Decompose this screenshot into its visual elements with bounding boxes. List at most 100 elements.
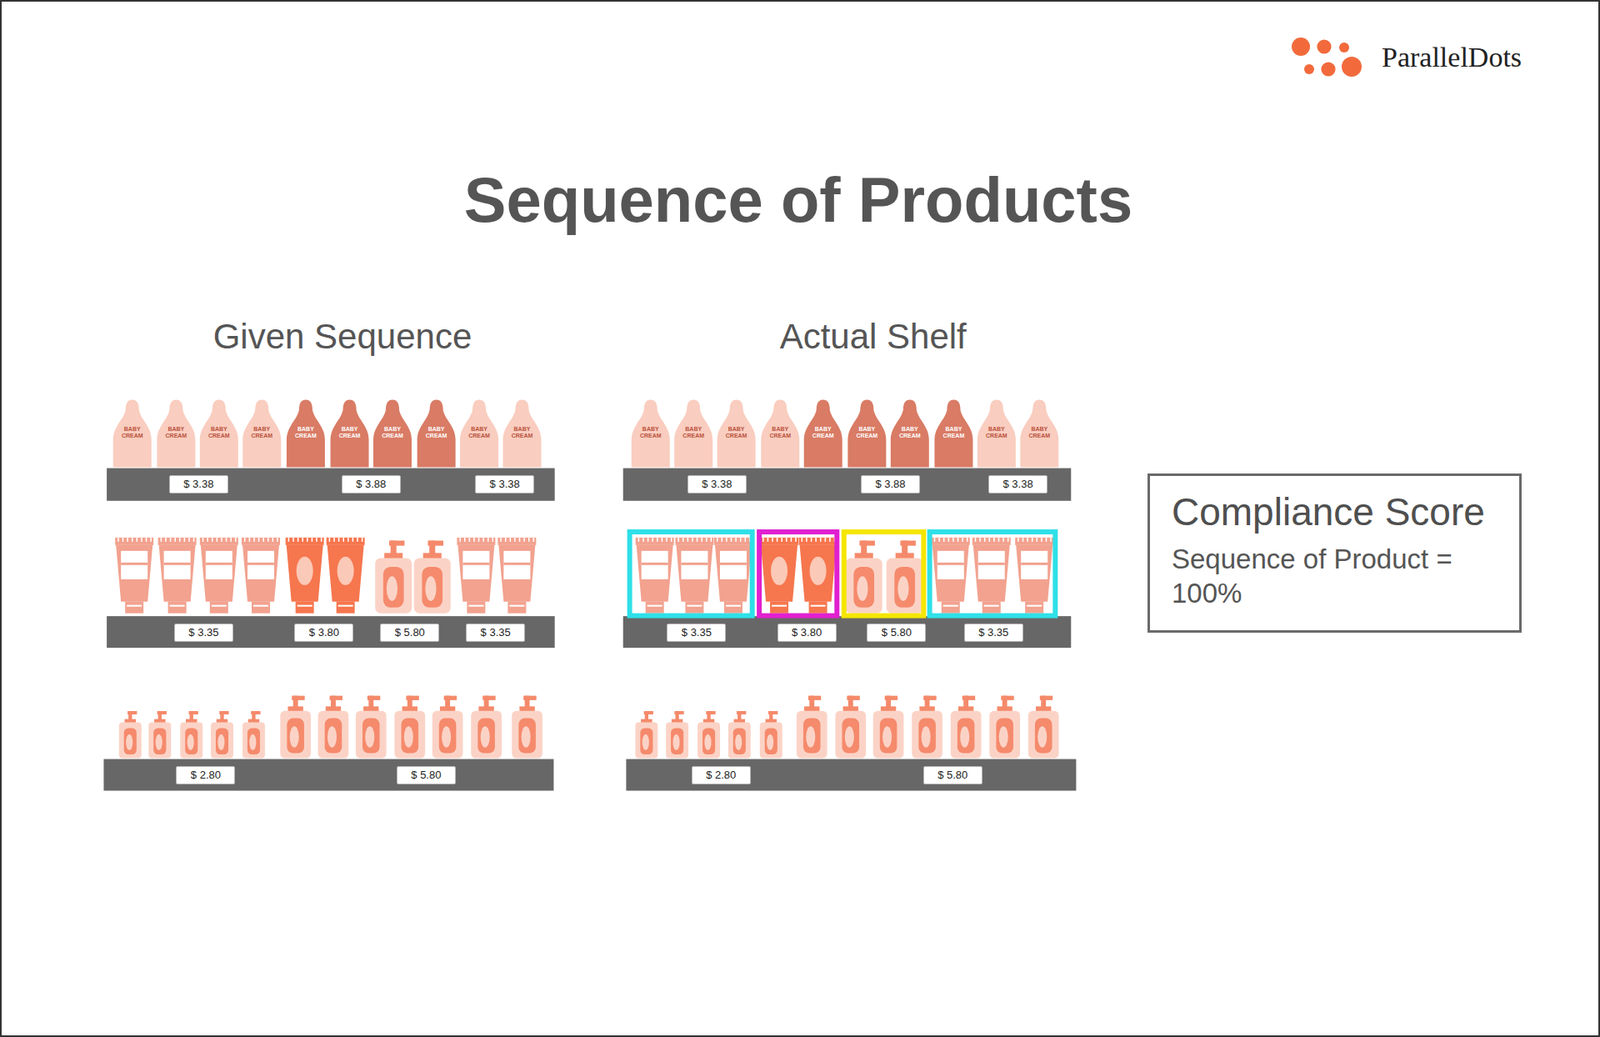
shelf-bar [106,615,555,648]
logo-text: ParallelDots [1381,43,1522,72]
pump-accent [894,566,915,608]
pump-collar [640,719,652,724]
crimp-tick [333,537,335,542]
tube-crimp [497,537,536,545]
crimp-tick [998,537,1000,542]
crimp-tick [528,537,530,542]
score-box: Compliance ScoreSequence of Product = 10… [1147,473,1522,633]
crimp-tick [487,537,490,542]
pump-accent-inner [327,725,337,747]
crimp-tick [170,537,172,542]
pump-accent-inner [845,725,855,747]
crimp-tick [510,537,512,542]
price-tag: $ 3.35 [666,623,726,642]
tube-crimp [456,537,495,545]
section-heading: Actual Shelf [780,319,967,355]
tube-body [800,545,837,602]
price-text: $ 3.35 [183,625,225,640]
pump-body [665,722,689,759]
tube-label [680,550,708,580]
tube-body [715,545,752,602]
pump-body [760,722,783,759]
tube-cap [251,601,270,614]
crimp-tick [762,537,765,542]
crimp-tick [638,537,640,542]
crimp-tick [262,537,265,542]
pump-collar [996,705,1012,711]
crimp-tick [126,537,129,542]
cream-bottle [502,400,541,468]
crimp-tick [193,537,195,542]
shelf-bar [623,615,1072,648]
tube-crimp [200,537,239,545]
crimp-tick [716,537,719,542]
pump-collar [671,719,683,724]
crimp-tick [211,537,214,542]
pump-stem [737,710,741,720]
crimp-tick [220,537,223,542]
tube-body [760,545,798,602]
bottle-label: BABY CREAM [763,425,797,439]
tube-cap [336,601,355,614]
logo-dot [1339,42,1350,53]
crimp-tick [122,537,125,542]
crimp-tick [347,537,350,542]
pump-accent-inner [521,725,531,747]
tube-crimp [760,537,799,545]
pump-accent-inner [897,575,909,601]
pump-accent [957,718,975,754]
crimp-tick [952,537,955,542]
pump-accent [362,718,380,754]
logo-dot [1304,64,1315,75]
pump-accent [995,718,1014,754]
highlight-box [630,531,753,616]
tube-label [247,550,275,580]
crimp-tick [730,537,733,542]
cream-bottle [674,400,713,468]
crimp-tick [1040,537,1043,542]
cream-bottle [330,400,370,468]
crimp-tick [306,537,309,542]
price-tag: $ 3.80 [294,623,354,642]
bottle-label: BABY CREAM [375,425,410,439]
label-stripe [462,562,490,565]
slide-title: Sequence of Products [1,168,1595,232]
crimp-tick [805,537,808,542]
bottle-label: BABY CREAM [720,425,754,439]
crimp-tick [725,537,728,542]
pump-accent [477,718,495,754]
pump-stem [706,710,710,720]
pump-collar [440,705,455,711]
pump-accent-inner [441,725,451,747]
crimp-tick [179,537,181,542]
tube-cap [507,601,526,614]
cream-bottle [242,400,281,468]
pump-body [511,710,543,759]
crimp-tick [1031,537,1034,542]
pump-collar [1035,705,1051,711]
crimp-tick [276,537,279,542]
pump-body [835,710,866,759]
crimp-tick [150,537,152,542]
pump-accent [247,727,260,755]
cap-line [943,605,959,607]
pump-body [796,710,828,759]
label-stripe [641,562,669,565]
crimp-tick [292,537,295,542]
pump-accent-inner [290,725,300,747]
crimp-tick [785,537,788,542]
price-tag: $ 3.35 [174,623,234,642]
pump-collar [248,719,260,724]
tube-crimp [326,537,365,545]
crimp-tick [1017,537,1020,542]
tube-cap [295,601,315,614]
price-tag: $ 5.80 [380,623,440,642]
bottle-label: BABY CREAM [980,425,1014,439]
cap-line [1026,605,1042,607]
pump-collar [402,705,418,711]
pump-collar [843,705,859,711]
crimp-tick [815,537,817,542]
crimp-tick [117,537,120,542]
pump-accent [215,727,229,755]
crimp-tick [1050,537,1052,542]
